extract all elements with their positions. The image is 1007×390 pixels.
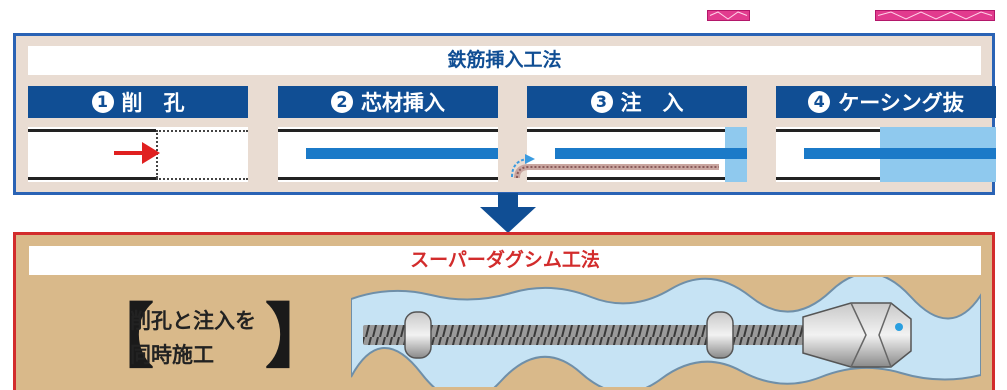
- decorative-ribbon-left: [707, 10, 750, 21]
- step-core-insertion: 2 芯材挿入: [278, 86, 498, 182]
- drill-injection-tool-illustration: [351, 277, 981, 387]
- borehole-diagram: [28, 127, 248, 182]
- planned-hole-bottom: [156, 178, 248, 180]
- step-4-label: ケーシング抜: [838, 91, 964, 115]
- feature-text-line1: 削孔と注入を: [130, 309, 256, 333]
- borehole-wall-top: [776, 129, 880, 132]
- borehole-wall-bottom: [776, 177, 880, 180]
- borehole-wall-bottom: [28, 177, 156, 180]
- core-rebar: [804, 148, 996, 159]
- right-bracket: 】: [265, 296, 335, 378]
- step-number-badge: 2: [331, 91, 353, 113]
- borehole-diagram: [776, 127, 996, 182]
- step-number-badge: 4: [808, 91, 831, 113]
- feature-callout: 【 削孔と注入を 同時施工 】: [84, 297, 335, 385]
- core-rebar: [555, 148, 747, 159]
- rebar-insertion-method-panel: 鉄筋挿入工法 1 削 孔 2 芯材挿入: [13, 33, 996, 195]
- step-3-header: 3 注 入: [527, 86, 747, 118]
- super-dagsim-method-panel: スーパーダグシム工法 【 削孔と注入を 同時施工 】: [13, 232, 995, 390]
- step-number-badge: 3: [590, 91, 613, 113]
- step-injection: 3 注 入: [511, 86, 747, 182]
- planned-hole-top: [156, 130, 248, 132]
- rebar-method-title: 鉄筋挿入工法: [28, 46, 981, 75]
- borehole-wall-bottom: [278, 177, 498, 180]
- core-rebar: [306, 148, 498, 159]
- feature-text-line2: 同時施工: [130, 343, 214, 367]
- left-bracket: 【: [84, 296, 154, 378]
- borehole-wall-top: [527, 129, 725, 132]
- step-1-header: 1 削 孔: [28, 86, 248, 118]
- step-number-badge: 1: [91, 91, 114, 113]
- borehole-wall-bottom: [527, 177, 725, 180]
- step-2-header: 2 芯材挿入: [278, 86, 498, 118]
- step-2-label: 芯材挿入: [361, 91, 445, 115]
- step-drilling: 1 削 孔: [28, 86, 248, 182]
- borehole-wall-top: [28, 129, 156, 132]
- super-dagsim-title: スーパーダグシム工法: [29, 246, 981, 275]
- step-3-label: 注 入: [620, 91, 684, 115]
- decorative-ribbon-right: [875, 10, 995, 21]
- step-4-header: 4 ケーシング抜: [776, 86, 996, 118]
- step-1-label: 削 孔: [121, 91, 185, 115]
- down-arrow-icon: [480, 193, 536, 233]
- injection-hose-icon: [511, 154, 719, 179]
- drill-direction-arrow-icon: [114, 142, 160, 164]
- borehole-wall-top: [278, 129, 498, 132]
- borehole-diagram: [278, 127, 498, 182]
- borehole-diagram: [511, 127, 747, 182]
- step-casing-removal: 4 ケーシング抜: [776, 86, 996, 182]
